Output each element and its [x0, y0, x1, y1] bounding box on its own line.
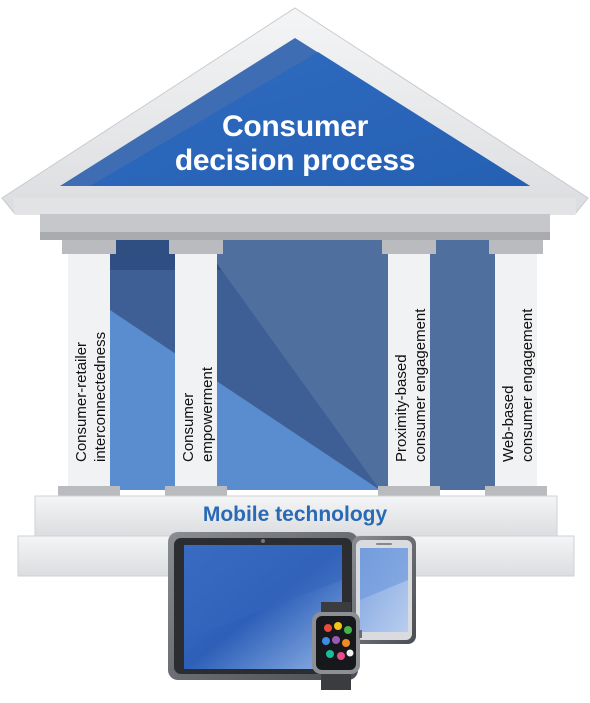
foundation-label: Mobile technology [202, 503, 388, 526]
watch-app-icons [322, 622, 354, 660]
pillar-3 [378, 240, 440, 498]
pillar-2 [165, 240, 227, 498]
diagram-title: Consumer decision process [160, 110, 430, 178]
smartphone-icon [352, 536, 416, 644]
entablature [40, 214, 550, 234]
title-line-2: decision process [174, 144, 416, 177]
entablature-shadow [40, 232, 550, 240]
roof-base [14, 198, 576, 214]
smartwatch-icon [312, 602, 362, 690]
pillar-1 [58, 240, 120, 498]
back-wall [95, 240, 515, 490]
pillar-label-4: Web-based consumer engagement [500, 308, 536, 462]
roof [1, 7, 589, 215]
roof-triangle-light [90, 52, 530, 186]
tablet-icon [168, 532, 358, 680]
pillar-label-3: Proximity-based consumer engagement [393, 308, 429, 462]
pillar-label-1: Consumer-retailer interconnectedness [73, 331, 109, 462]
pillar-label-2: Consumer empowerment [180, 366, 216, 462]
title-line-1: Consumer [222, 110, 368, 143]
pillar-4 [485, 240, 547, 498]
